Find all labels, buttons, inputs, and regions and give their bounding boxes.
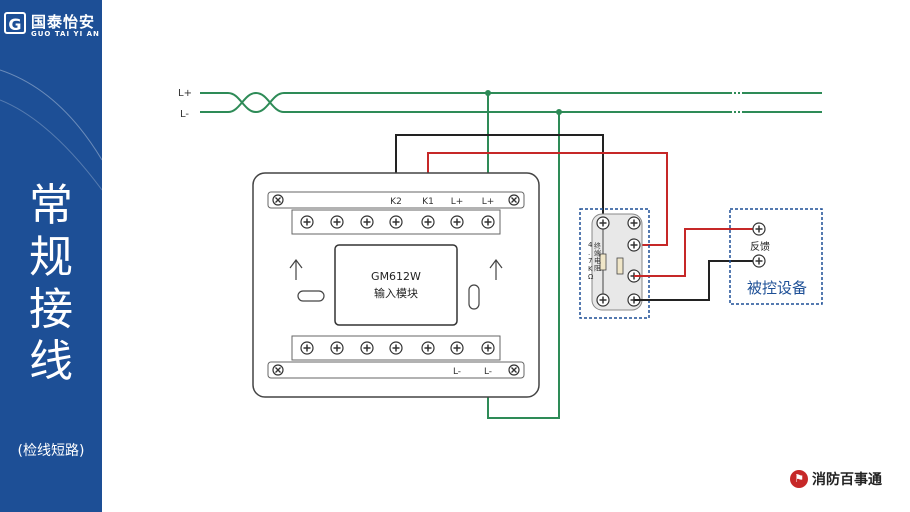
page-subtitle: (检线短路): [17, 443, 85, 459]
terminal-label: K1: [422, 197, 434, 207]
terminal-screw-icon: [360, 215, 374, 229]
terminal-screw-icon: [450, 215, 464, 229]
terminal-screw-icon: [360, 341, 374, 355]
terminal-screw-icon: [300, 215, 314, 229]
title-char: 接: [29, 284, 73, 335]
brand-footer: ⚑ 消防百事通: [790, 468, 882, 490]
terminal-screw-icon: [421, 341, 435, 355]
terminal-screw-icon: [389, 341, 403, 355]
feedback-label: 反馈: [750, 240, 770, 253]
module-name: GM612W: [371, 270, 421, 283]
title-char: 线: [29, 336, 73, 387]
wire-lminus-drop: [487, 112, 560, 419]
resistor-icon: [599, 253, 607, 271]
resistor-text-label: 终端电阻: [594, 241, 601, 273]
device-name: 被控设备: [747, 279, 807, 297]
title-char: 规: [29, 232, 73, 283]
terminal-screw-icon: [481, 341, 495, 355]
bus-lplus-wire: [200, 92, 822, 114]
terminal-label: L+: [451, 197, 464, 207]
module-label-box: [334, 244, 458, 326]
terminal-label: L-: [484, 367, 492, 377]
extinguisher-icon: ⚑: [790, 470, 808, 488]
input-module: K2 K1 L+ L+ L- L- GM612W 输入模块: [252, 172, 540, 398]
mount-slot-horizontal: [297, 290, 325, 302]
module-desc: 输入模块: [374, 286, 418, 300]
terminal-screw-icon: [421, 215, 435, 229]
wire-feedback-red: [634, 228, 759, 277]
title-char: 常: [29, 180, 73, 231]
brand-text: 消防百事通: [812, 472, 882, 488]
wire-k2-black: [395, 134, 604, 223]
wire-k1-red: [427, 152, 668, 246]
logo-text-cn: 国泰怡安: [31, 13, 96, 31]
mount-slot-vertical: [468, 284, 480, 310]
bus-label-lplus: L+: [178, 88, 192, 99]
terminal-screw-icon: [330, 215, 344, 229]
bus-lminus-wire: [200, 91, 822, 113]
sidebar: G 国泰怡安 GUO TAI YI AN 常规接线 (检线短路): [0, 0, 102, 512]
terminal-screw-icon: [481, 215, 495, 229]
sidebar-arcs: [0, 69, 102, 191]
terminal-label: K2: [390, 197, 402, 207]
terminal-screw-icon: [330, 341, 344, 355]
controlled-device: 反馈 被控设备: [729, 208, 823, 305]
logo-mark: G: [4, 12, 26, 34]
arrow-up-right-icon: [489, 259, 503, 280]
logo-text-en: GUO TAI YI AN: [31, 30, 100, 38]
terminal-screw-icon: [450, 341, 464, 355]
resistor-icon-2: [616, 257, 624, 275]
terminal-label: L-: [453, 367, 461, 377]
terminal-label: L+: [482, 197, 495, 207]
terminal-screw-icon: [389, 215, 403, 229]
arrow-up-left-icon: [289, 259, 303, 280]
wire-feedback-black: [634, 260, 759, 301]
bus-label-lminus: L-: [180, 109, 189, 120]
terminal-screw-icon: [300, 341, 314, 355]
page-title: 常规接线: [0, 180, 102, 388]
